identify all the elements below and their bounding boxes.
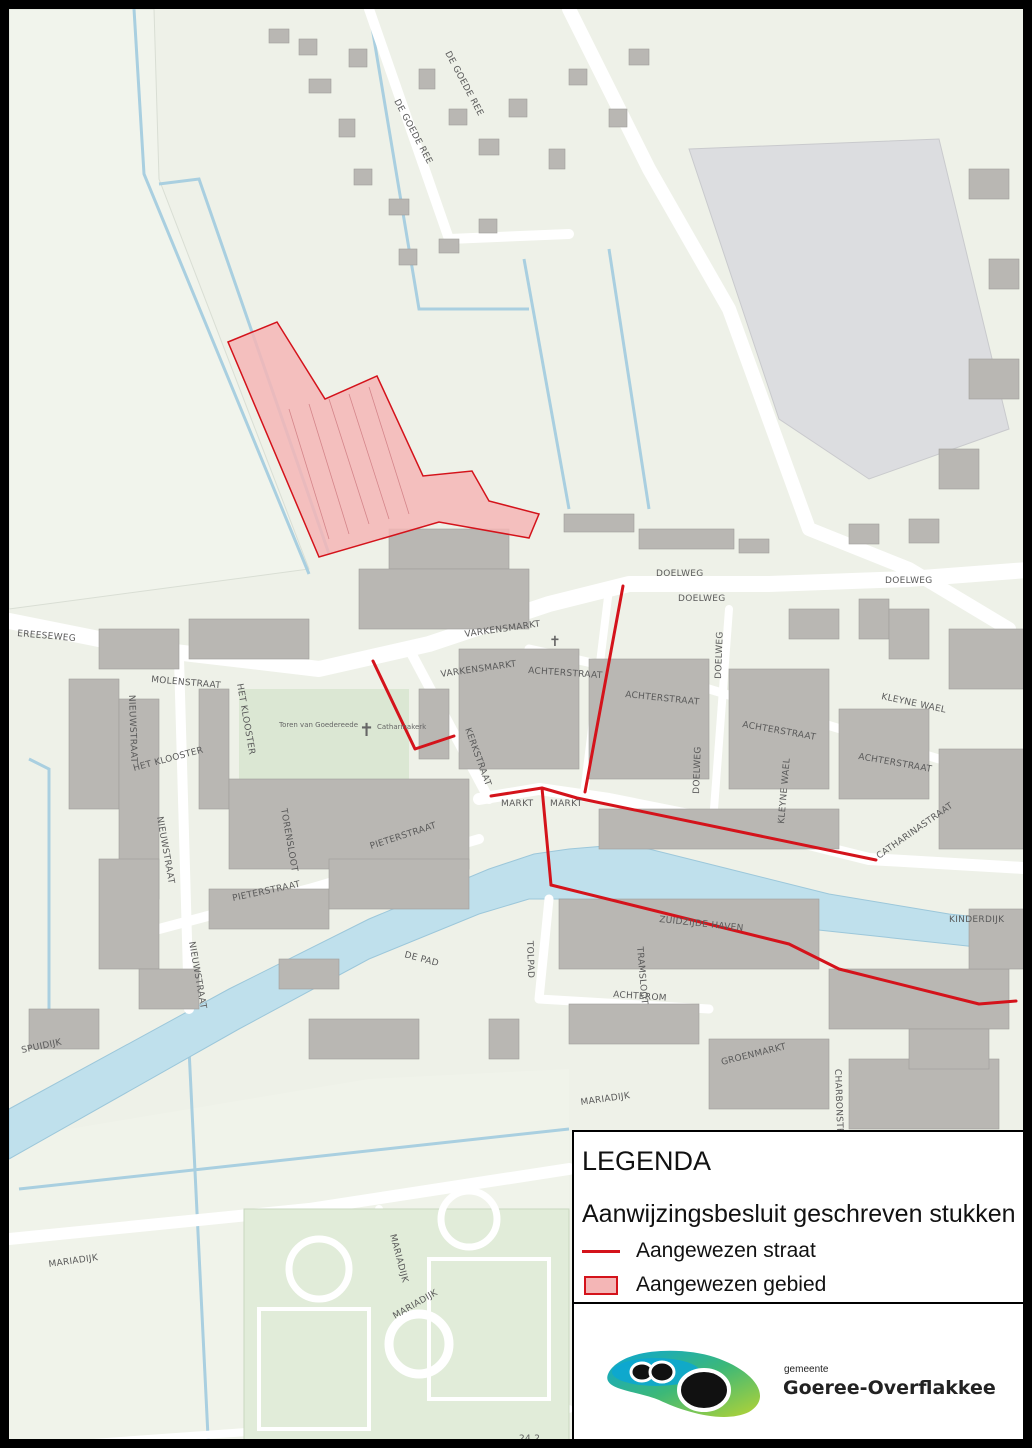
fortress-park: [243, 1187, 570, 1439]
designated-area[interactable]: [227, 321, 541, 558]
label-doelweg-4: DOELWEG: [714, 631, 726, 679]
designated-streets[interactable]: [371, 584, 1018, 1006]
legend-area-label: Aangewezen gebied: [636, 1273, 827, 1296]
label-toren: Toren van Goedereede: [278, 721, 358, 729]
label-charbonstraat: CHARBONSTR.: [832, 1069, 844, 1138]
legend-panel: LEGENDA Aanwijzingsbesluit geschreven st…: [572, 1130, 1023, 1439]
logo-small-text: gemeente: [784, 1364, 829, 1375]
label-achterom: ACHTEROM: [613, 990, 667, 1004]
legend-subtitle: Aanwijzingsbesluit geschreven stukken: [582, 1200, 1016, 1228]
designated-street-kerkpad[interactable]: [371, 659, 456, 751]
legend-item-street: Aangewezen straat: [582, 1238, 816, 1264]
designated-street-swatch: [582, 1249, 620, 1253]
label-nieuwstraat-1: NIEUWSTRAAT: [126, 695, 138, 764]
municipality-logo-icon: [607, 1350, 761, 1417]
label-doelweg-3: DOELWEG: [885, 576, 933, 586]
legend-item-area: Aangewezen gebied: [582, 1272, 826, 1298]
designated-area-swatch: [584, 1275, 618, 1295]
label-markt-1: MARKT: [501, 799, 534, 809]
label-markt-2: MARKT: [550, 799, 583, 809]
map-canvas[interactable]: ✝ ✝ DE GOEDE REE DE GOEDE REE DOELWEG DO…: [9, 9, 1032, 1448]
legend-street-label: Aangewezen straat: [636, 1239, 816, 1262]
canals: [18, 9, 651, 1439]
label-kerk: Catharinakerk: [377, 723, 427, 731]
legend-top-section: LEGENDA Aanwijzingsbesluit geschreven st…: [574, 1132, 1023, 1304]
label-doelweg-5: DOELWEG: [692, 746, 704, 794]
designated-street-oostdijkstraat[interactable]: [583, 584, 625, 794]
label-doelweg-1: DOELWEG: [656, 569, 704, 579]
designated-street-zuidzijde-haven[interactable]: [549, 883, 1018, 1006]
legend-title: LEGENDA: [582, 1146, 712, 1176]
logo-name: Goeree-Overflakkee: [783, 1377, 996, 1399]
designated-area-hatch: [288, 386, 410, 540]
church-cross-icon: ✝: [359, 720, 374, 741]
label-tolpad: TOLPAD: [524, 940, 535, 979]
label-doelweg-2: DOELWEG: [678, 594, 726, 604]
field-west: [9, 9, 310, 610]
label-kinderdijk: KINDERDIJK: [949, 915, 1005, 925]
designated-street-markt[interactable]: [489, 786, 878, 862]
church-cross-icon-2: ✝: [549, 634, 561, 650]
label-road-number: 24.2: [519, 1434, 540, 1444]
designated-street-markt-south[interactable]: [540, 786, 553, 887]
